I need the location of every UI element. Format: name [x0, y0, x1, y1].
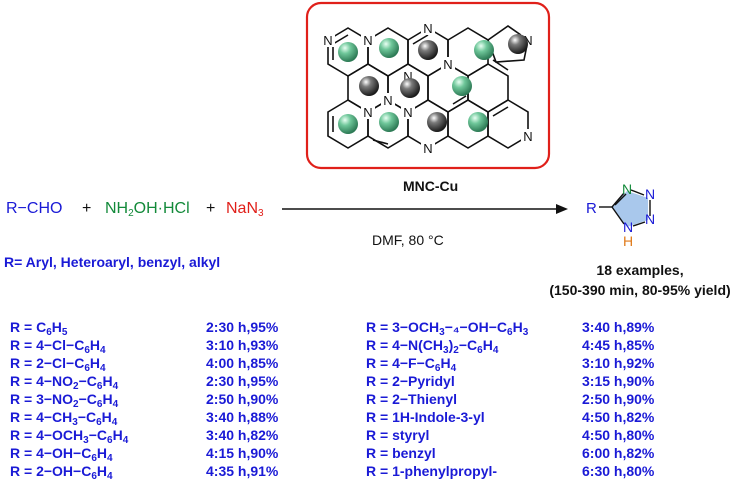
catalyst-spheres [338, 34, 528, 134]
tetrazole-h: H [623, 233, 633, 249]
hydroxylamine-reactant: NH2OH·HCl [105, 200, 190, 219]
tetrazole-product: R N N N N H [586, 181, 655, 249]
aldehyde-reactant: R−CHO [6, 200, 63, 217]
tetrazole-n4: N [623, 219, 633, 235]
summary-range: (150-390 min, 80-95% yield) [549, 282, 731, 298]
green-sphere [452, 76, 472, 96]
r-scope-text: R= Aryl, Heteroaryl, benzyl, alkyl [4, 254, 221, 270]
green-sphere [468, 112, 488, 132]
plus-sign-1: + [82, 200, 92, 217]
reaction-conditions: DMF, 80 °C [372, 232, 444, 248]
svg-text:N: N [383, 93, 392, 108]
svg-text:N: N [523, 129, 532, 144]
green-sphere [379, 112, 399, 132]
green-sphere [338, 114, 358, 134]
sodium-azide-reactant: NaN3 [226, 200, 264, 219]
plus-sign-2: + [206, 200, 216, 217]
svg-text:N: N [523, 33, 532, 48]
summary-block: 18 examples, (150-390 min, 80-95% yield) [540, 260, 740, 300]
dark-sphere [418, 40, 438, 60]
dark-sphere [400, 78, 420, 98]
green-sphere [379, 38, 399, 58]
product-r-label: R [586, 200, 597, 217]
svg-text:N: N [323, 33, 332, 48]
catalyst-box [305, 1, 551, 170]
tetrazole-n2: N [645, 186, 655, 202]
summary-count: 18 examples, [596, 262, 684, 278]
example-row: R = 1-phenylpropyl-6:30 h,80% [366, 463, 655, 479]
svg-text:N: N [363, 105, 372, 120]
svg-text:N: N [403, 69, 412, 84]
green-sphere [474, 40, 494, 60]
dark-sphere [508, 34, 528, 54]
tetrazole-n1: N [622, 181, 632, 197]
catalyst-n-labels: N N N N N N N N N N N [321, 21, 535, 156]
catalyst-label: MNC-Cu [403, 178, 459, 194]
svg-text:N: N [423, 141, 432, 156]
reaction-arrow [282, 204, 568, 214]
dark-sphere [359, 76, 379, 96]
svg-text:N: N [423, 21, 432, 36]
svg-text:N: N [443, 57, 452, 72]
dark-sphere [427, 112, 447, 132]
tetrazole-n3: N [645, 211, 655, 227]
green-sphere [338, 42, 358, 62]
svg-text:N: N [403, 105, 412, 120]
svg-text:N: N [363, 33, 372, 48]
